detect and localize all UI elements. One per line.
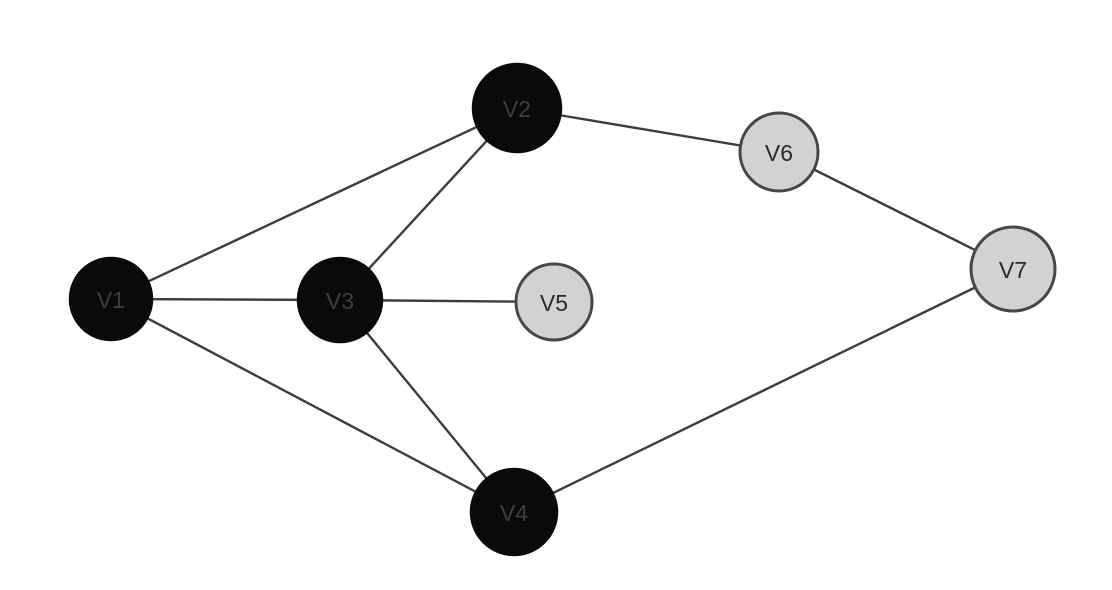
graph-node-v2[interactable]: V2 bbox=[471, 62, 563, 154]
graph-edge-v3-v4[interactable] bbox=[338, 298, 516, 514]
graph-edge-v1-v2[interactable] bbox=[109, 106, 519, 301]
graph-node-v5[interactable]: V5 bbox=[514, 262, 594, 342]
node-circle-v6[interactable] bbox=[738, 111, 820, 193]
node-circle-v7[interactable] bbox=[969, 225, 1057, 313]
node-label-v4: V4 bbox=[500, 500, 528, 526]
node-label-v7: V7 bbox=[999, 257, 1027, 283]
node-label-v5: V5 bbox=[540, 290, 568, 316]
graph-edge-v4-v7[interactable] bbox=[512, 267, 1015, 514]
node-circle-v5[interactable] bbox=[514, 262, 594, 342]
graph-edge-v1-v4[interactable] bbox=[109, 297, 516, 514]
graph-node-v7[interactable]: V7 bbox=[969, 225, 1057, 313]
graph-node-v6[interactable]: V6 bbox=[738, 111, 820, 193]
node-label-v3: V3 bbox=[326, 288, 354, 314]
graph-node-v4[interactable]: V4 bbox=[469, 467, 559, 557]
node-label-v6: V6 bbox=[765, 140, 793, 166]
graph-node-v1[interactable]: V1 bbox=[68, 256, 154, 342]
node-circle-v4[interactable] bbox=[469, 467, 559, 557]
node-circle-v2[interactable] bbox=[471, 62, 563, 154]
graph-node-v3[interactable]: V3 bbox=[296, 256, 384, 344]
node-label-v2: V2 bbox=[503, 96, 531, 122]
graph-edge-v6-v7[interactable] bbox=[777, 150, 1015, 271]
node-circle-v1[interactable] bbox=[68, 256, 154, 342]
node-circle-v3[interactable] bbox=[296, 256, 384, 344]
node-label-v1: V1 bbox=[97, 287, 125, 313]
